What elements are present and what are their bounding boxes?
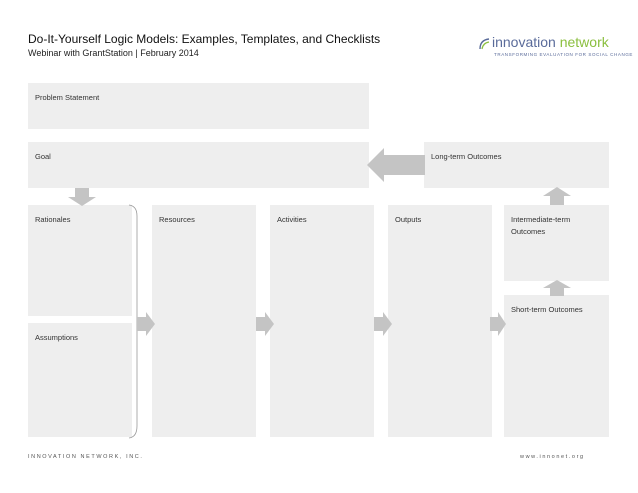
footer-company: INNOVATION NETWORK, INC. — [28, 454, 144, 460]
activities-label: Activities — [277, 215, 307, 224]
long-term-outcomes-label: Long-term Outcomes — [431, 152, 502, 161]
logo-wordmark: innovation network — [492, 34, 609, 50]
arrow-left-icon — [367, 148, 425, 182]
resources-label: Resources — [159, 215, 195, 224]
problem-statement-box: Problem Statement — [28, 83, 369, 129]
innovation-network-logo: innovation network TRANSFORMING EVALUATI… — [478, 34, 632, 64]
long-term-outcomes-box: Long-term Outcomes — [424, 142, 609, 188]
goal-box: Goal — [28, 142, 369, 188]
short-term-outcomes-box: Short-term Outcomes — [504, 295, 609, 437]
logo-tagline: TRANSFORMING EVALUATION FOR SOCIAL CHANG… — [494, 52, 634, 57]
outputs-label: Outputs — [395, 215, 422, 224]
intermediate-term-outcomes-box: Intermediate-term Outcomes — [504, 205, 609, 281]
outputs-box: Outputs — [388, 205, 492, 437]
footer-website: www.innonet.org — [520, 454, 585, 460]
rationales-box: Rationales — [28, 205, 132, 316]
goal-label: Goal — [35, 152, 51, 161]
arrow-right-icon — [137, 312, 155, 336]
arrow-down-icon — [68, 188, 96, 206]
page-title: Do-It-Yourself Logic Models: Examples, T… — [28, 32, 381, 46]
arrow-right-icon — [256, 312, 274, 336]
resources-box: Resources — [152, 205, 256, 437]
intermediate-term-outcomes-label: Intermediate-term Outcomes — [511, 215, 571, 236]
problem-statement-label: Problem Statement — [35, 93, 100, 102]
assumptions-label: Assumptions — [35, 333, 78, 342]
assumptions-box: Assumptions — [28, 323, 132, 437]
page-subtitle: Webinar with GrantStation | February 201… — [28, 48, 199, 58]
arrow-up-icon — [543, 280, 571, 296]
logo-arc-icon — [479, 38, 490, 50]
rationales-label: Rationales — [35, 215, 71, 224]
arrow-right-icon — [490, 312, 506, 336]
activities-box: Activities — [270, 205, 374, 437]
short-term-outcomes-label: Short-term Outcomes — [511, 305, 583, 314]
arrow-right-icon — [374, 312, 392, 336]
arrow-up-icon — [543, 187, 571, 205]
